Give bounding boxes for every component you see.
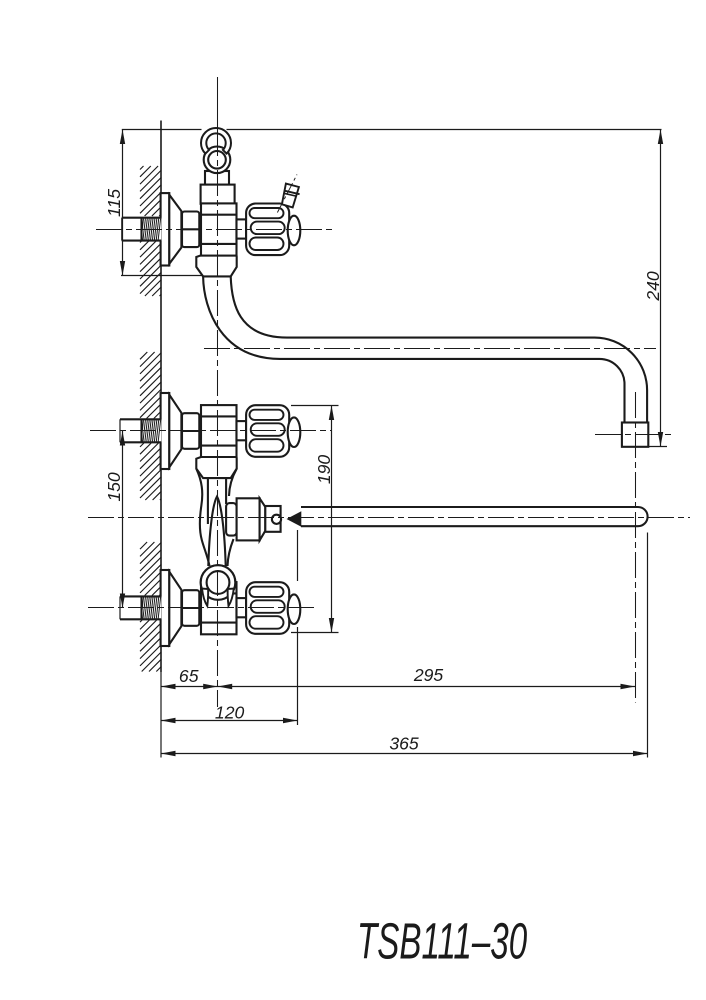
svg-text:365: 365 — [389, 733, 419, 753]
svg-text:150: 150 — [104, 472, 124, 502]
svg-text:190: 190 — [314, 455, 334, 485]
svg-text:120: 120 — [215, 703, 245, 723]
svg-text:TSB111–30: TSB111–30 — [357, 913, 527, 970]
svg-text:295: 295 — [413, 665, 444, 685]
svg-text:240: 240 — [643, 271, 663, 302]
svg-text:115: 115 — [104, 189, 124, 217]
svg-text:65: 65 — [179, 666, 199, 686]
